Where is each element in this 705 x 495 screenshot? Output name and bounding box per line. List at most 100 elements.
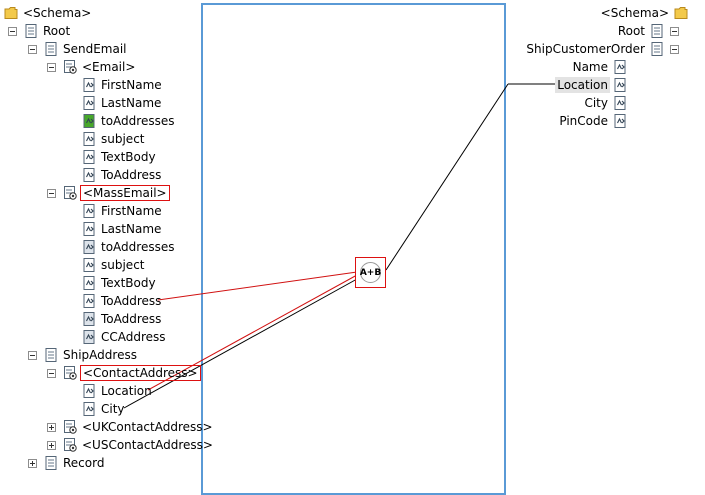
- expand-toggle-icon[interactable]: [28, 458, 37, 468]
- source-shipaddress-label: ShipAddress: [63, 348, 137, 362]
- source-email-textbody-label: TextBody: [101, 150, 156, 164]
- source-massemail-firstname-label: FirstName: [101, 204, 162, 218]
- source-root-label: Root: [43, 24, 71, 38]
- source-schema-label-label: <Schema>: [23, 6, 92, 20]
- mapper-grid[interactable]: [201, 3, 506, 495]
- record-icon: [44, 41, 58, 57]
- source-contact-location-label: Location: [101, 384, 152, 398]
- target-shipcustomerorder-row[interactable]: ShipCustomerOrder: [524, 40, 679, 58]
- source-massemail-row[interactable]: <MassEmail>: [47, 184, 170, 202]
- source-email-label: <Email>: [82, 60, 136, 74]
- collapse-toggle-icon[interactable]: [47, 368, 56, 378]
- source-sendemail-label: SendEmail: [63, 42, 127, 56]
- source-email-toaddresses-row[interactable]: toAddresses: [82, 112, 176, 130]
- target-pincode-row[interactable]: PinCode: [557, 112, 627, 130]
- source-massemail-textbody-row[interactable]: TextBody: [82, 274, 158, 292]
- schema-node-icon: [63, 437, 77, 453]
- schema-node-icon: [63, 419, 77, 435]
- target-location-row[interactable]: Location: [555, 76, 627, 94]
- source-contactaddress-row[interactable]: <ContactAddress>: [47, 364, 201, 382]
- field-icon: [82, 131, 96, 147]
- source-massemail-lastname-row[interactable]: LastName: [82, 220, 163, 238]
- collapse-toggle-icon[interactable]: [670, 26, 679, 36]
- target-schema-label-label: <Schema>: [600, 6, 669, 20]
- target-schema-label-row[interactable]: <Schema>: [599, 4, 688, 22]
- target-city-row[interactable]: City: [582, 94, 627, 112]
- source-contact-city-row[interactable]: City: [82, 400, 127, 418]
- concatenate-functoid[interactable]: A+B: [355, 257, 386, 288]
- source-ukcontactaddress-label: <UKContactAddress>: [82, 420, 213, 434]
- target-root-label: Root: [617, 24, 645, 38]
- target-city-label: City: [584, 96, 608, 110]
- source-uscontactaddress-row[interactable]: <USContactAddress>: [47, 436, 215, 454]
- source-email-subject-row[interactable]: subject: [82, 130, 147, 148]
- source-massemail-subject-label: subject: [101, 258, 145, 272]
- source-massemail-subject-row[interactable]: subject: [82, 256, 147, 274]
- source-contact-city-label: City: [101, 402, 125, 416]
- source-email-textbody-row[interactable]: TextBody: [82, 148, 158, 166]
- field-icon: [82, 383, 96, 399]
- record-icon: [44, 347, 58, 363]
- expand-toggle-icon[interactable]: [47, 422, 56, 432]
- target-pincode-label: PinCode: [559, 114, 608, 128]
- source-email-firstname-label: FirstName: [101, 78, 162, 92]
- target-name-row[interactable]: Name: [571, 58, 627, 76]
- field-green-icon: [82, 113, 96, 129]
- source-email-lastname-row[interactable]: LastName: [82, 94, 163, 112]
- source-massemail-toaddress-2-row[interactable]: ToAddress: [82, 310, 163, 328]
- expand-toggle-icon[interactable]: [47, 440, 56, 450]
- source-massemail-toaddresses-row[interactable]: toAddresses: [82, 238, 176, 256]
- target-root-row[interactable]: Root: [616, 22, 679, 40]
- folder-icon: [4, 5, 18, 21]
- collapse-toggle-icon[interactable]: [47, 62, 56, 72]
- source-massemail-ccaddress-label: CCAddress: [101, 330, 166, 344]
- source-email-subject-label: subject: [101, 132, 145, 146]
- source-ukcontactaddress-row[interactable]: <UKContactAddress>: [47, 418, 215, 436]
- source-email-lastname-label: LastName: [101, 96, 162, 110]
- source-sendemail-row[interactable]: SendEmail: [28, 40, 129, 58]
- target-location-label: Location: [555, 77, 610, 93]
- source-massemail-toaddress-2-label: ToAddress: [101, 312, 162, 326]
- collapse-toggle-icon[interactable]: [670, 44, 679, 54]
- field-icon: [82, 167, 96, 183]
- schema-node-icon: [63, 59, 77, 75]
- collapse-toggle-icon[interactable]: [8, 26, 17, 36]
- field-icon: [82, 77, 96, 93]
- field-dark-icon: [82, 239, 96, 255]
- source-massemail-toaddress-row[interactable]: ToAddress: [82, 292, 163, 310]
- source-record-row[interactable]: Record: [28, 454, 106, 472]
- field-icon: [613, 77, 627, 93]
- record-icon: [24, 23, 38, 39]
- source-email-firstname-row[interactable]: FirstName: [82, 76, 164, 94]
- source-root-row[interactable]: Root: [8, 22, 72, 40]
- field-icon: [613, 95, 627, 111]
- field-icon: [613, 113, 627, 129]
- field-icon: [613, 59, 627, 75]
- source-record-label: Record: [63, 456, 105, 470]
- source-email-toaddress-row[interactable]: ToAddress: [82, 166, 163, 184]
- record-icon: [44, 455, 58, 471]
- collapse-toggle-icon[interactable]: [28, 350, 37, 360]
- target-shipcustomerorder-label: ShipCustomerOrder: [526, 42, 645, 56]
- source-massemail-firstname-row[interactable]: FirstName: [82, 202, 164, 220]
- field-icon: [82, 203, 96, 219]
- folder-icon: [674, 5, 688, 21]
- source-contact-location-row[interactable]: Location: [82, 382, 154, 400]
- source-email-row[interactable]: <Email>: [47, 58, 137, 76]
- source-massemail-lastname-label: LastName: [101, 222, 162, 236]
- source-shipaddress-row[interactable]: ShipAddress: [28, 346, 139, 364]
- source-massemail-toaddresses-label: toAddresses: [101, 240, 175, 254]
- field-icon: [82, 275, 96, 291]
- schema-node-icon: [63, 185, 77, 201]
- collapse-toggle-icon[interactable]: [28, 44, 37, 54]
- schema-node-icon: [63, 365, 77, 381]
- field-icon: [82, 221, 96, 237]
- source-massemail-ccaddress-row[interactable]: CCAddress: [82, 328, 168, 346]
- field-dark-icon: [82, 311, 96, 327]
- source-uscontactaddress-label: <USContactAddress>: [82, 438, 213, 452]
- field-icon: [82, 95, 96, 111]
- source-schema-label-row[interactable]: <Schema>: [4, 4, 93, 22]
- collapse-toggle-icon[interactable]: [47, 188, 56, 198]
- field-icon: [82, 401, 96, 417]
- source-email-toaddress-label: ToAddress: [101, 168, 162, 182]
